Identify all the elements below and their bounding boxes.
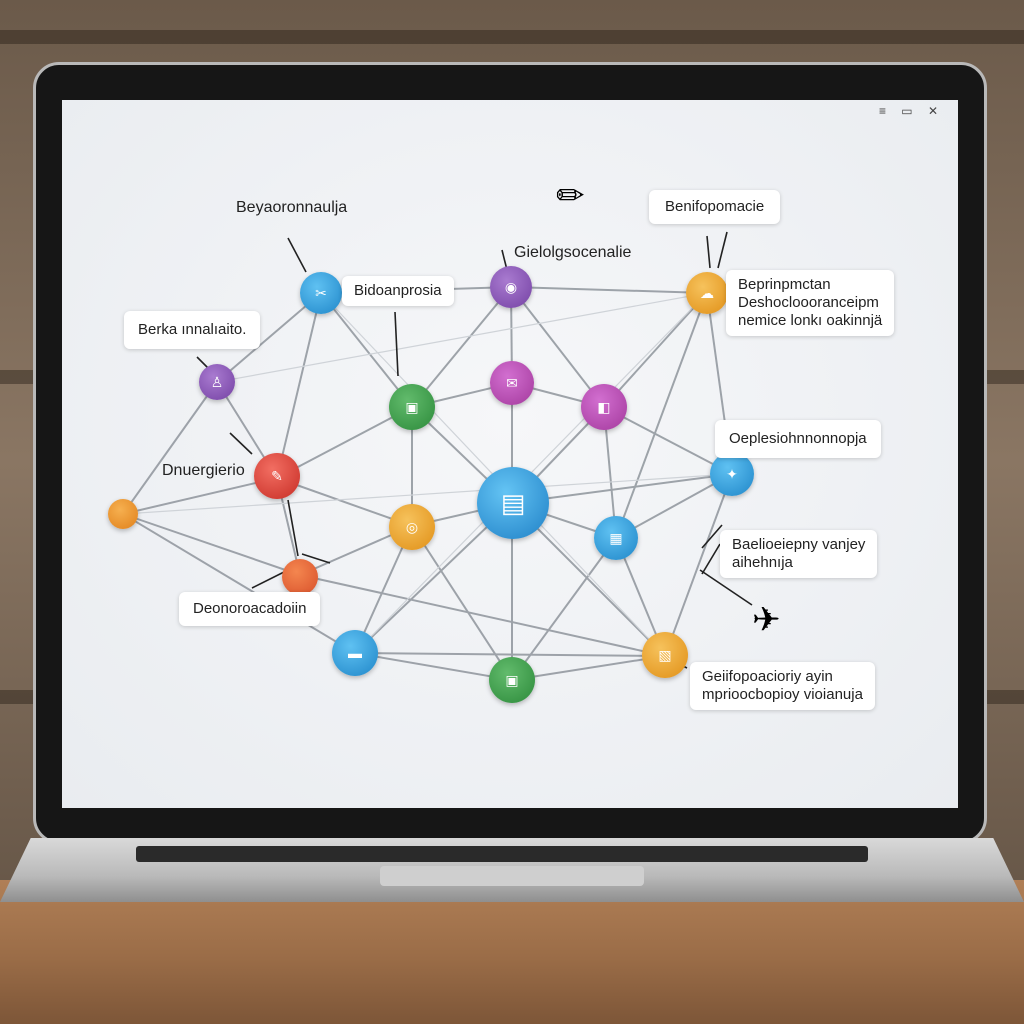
label-right-box-3: Baelioeiepny vanjey aihehnıja [720,530,878,578]
cloud-icon[interactable]: ☁ [686,272,728,314]
label-top-right: Benifopomacie [649,190,781,224]
chat-icon[interactable]: ▣ [389,384,435,430]
dot-icon[interactable] [282,559,318,595]
label-bottom-right: Geiifopoacioriy ayin mprioocbopioy vioia… [690,662,875,710]
page-icon[interactable]: ▣ [489,657,535,703]
window-controls[interactable]: ≡ ▭ ✕ [878,104,944,118]
eye-icon[interactable]: ◉ [490,266,532,308]
label-line: Baelioeiepny vanjey [732,536,866,553]
person-icon[interactable]: ♙ [199,364,235,400]
fish-icon[interactable]: ✦ [710,452,754,496]
label-line: Geiifopoacioriy ayin [702,668,833,685]
screen: ≡ ▭ ✕ [62,100,958,808]
label-right-box-1: Beprinpmctan Deshocloooranceipm nemice l… [726,270,895,336]
label-line: Beprinpmctan [738,276,831,293]
wrench-icon[interactable]: ✂ [300,272,342,314]
trackpad [380,866,644,886]
label-left-plain: Dnuergierio [162,462,245,479]
label-line: nemice lonkı oakinnjä [738,312,883,329]
dot-icon[interactable] [108,499,138,529]
bag-icon[interactable]: ◧ [581,384,627,430]
eye-icon[interactable]: ◎ [389,504,435,550]
label-line: aihehnıja [732,554,793,571]
label-top-left: Beyaoronnaulja [236,199,348,216]
bookshelf [0,30,1024,44]
mail-icon[interactable]: ✉ [490,361,534,405]
label-line: mprioocbopioy vioianuja [702,686,863,703]
label-node-1: Bidoanprosia [342,276,454,306]
desk [0,880,1024,1024]
label-right-box-2: Oeplesiohnnonnopja [715,420,881,458]
tools-icon[interactable]: ✎ [254,453,300,499]
card-icon[interactable]: ▬ [332,630,378,676]
file-icon[interactable]: ▦ [594,516,638,560]
label-line: Deshocloooranceipm [738,294,879,311]
keyboard [136,846,868,862]
pencil-cup-icon: ✏ [556,177,585,215]
label-left-box: Berka ınnalıaito. [124,311,261,349]
clipboard-icon[interactable]: ▧ [642,632,688,678]
label-mid-top: Gielolgsocenalie [514,244,632,261]
label-bottom-left: Deonoroacadoiin [179,592,321,626]
document-icon[interactable]: ▤ [477,467,549,539]
rocket-icon: ✈ [752,601,781,639]
